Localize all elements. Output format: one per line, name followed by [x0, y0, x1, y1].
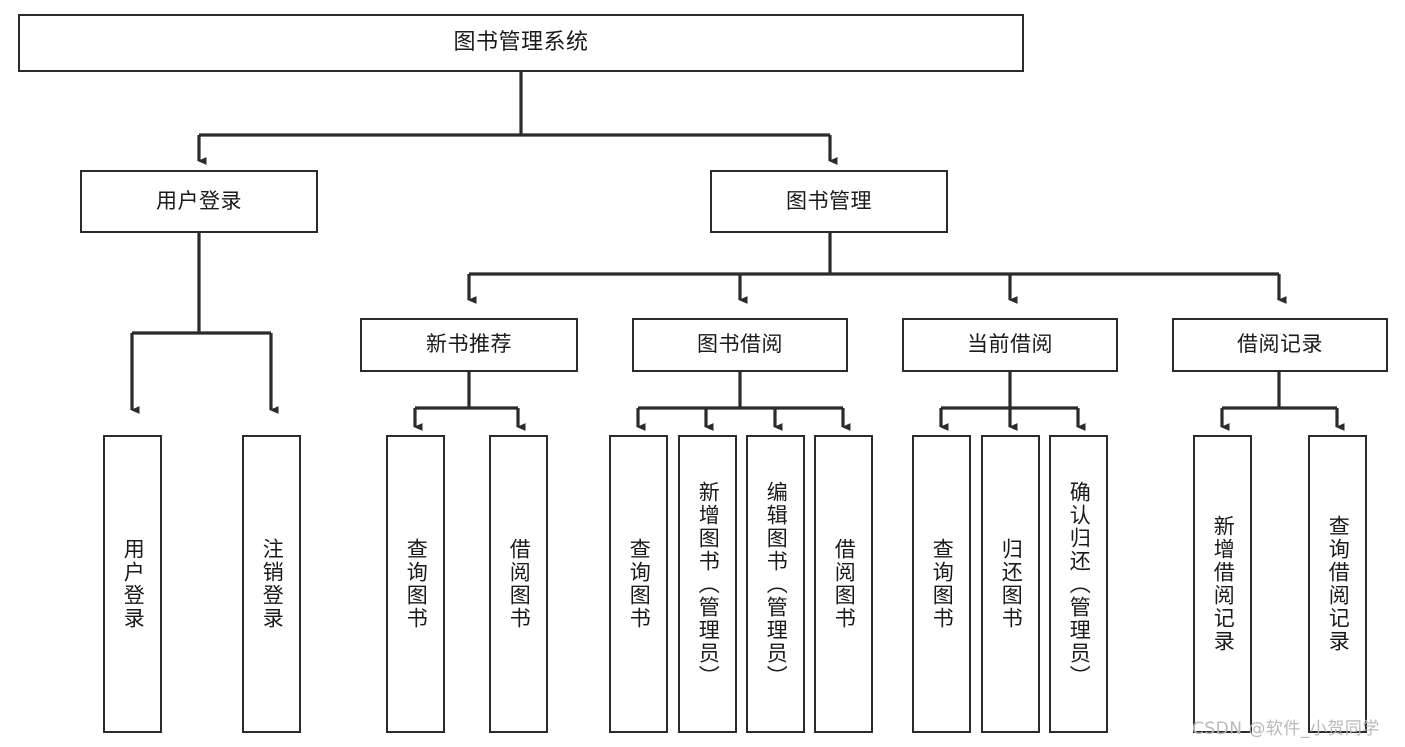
- node-label: 新增借阅记录: [1211, 515, 1236, 653]
- leaf-return-book[interactable]: 归还图书: [981, 435, 1040, 733]
- leaf-add-book-admin[interactable]: 新增图书（管理员）: [678, 435, 737, 733]
- leaf-add-borrow-record[interactable]: 新增借阅记录: [1193, 435, 1252, 733]
- node-label: 查询借阅记录: [1326, 515, 1351, 653]
- node-user-login[interactable]: 用户登录: [80, 170, 318, 233]
- leaf-query-book-current[interactable]: 查询图书: [912, 435, 971, 733]
- leaf-logout-login[interactable]: 注销登录: [242, 435, 301, 733]
- leaf-borrow-book-new-recommend[interactable]: 借阅图书: [489, 435, 548, 733]
- leaf-query-borrow-record[interactable]: 查询借阅记录: [1308, 435, 1367, 733]
- node-label: 查询图书: [930, 538, 955, 630]
- node-borrow-record[interactable]: 借阅记录: [1172, 318, 1388, 372]
- node-label: 用户登录: [121, 538, 146, 630]
- node-label: 借阅图书: [832, 538, 857, 630]
- node-label: 借阅记录: [1237, 332, 1323, 357]
- leaf-query-book-borrow[interactable]: 查询图书: [609, 435, 668, 733]
- node-label: 注销登录: [260, 538, 285, 630]
- node-label: 新书推荐: [426, 332, 512, 357]
- leaf-confirm-return-admin[interactable]: 确认归还（管理员）: [1049, 435, 1108, 733]
- node-label: 用户登录: [156, 188, 242, 213]
- node-label: 图书借阅: [697, 332, 783, 357]
- node-label: 图书管理系统: [453, 29, 589, 55]
- leaf-query-book-new-recommend[interactable]: 查询图书: [386, 435, 445, 733]
- node-current-borrow[interactable]: 当前借阅: [902, 318, 1118, 372]
- watermark-text: CSDN @软件_小贺同学: [1192, 719, 1380, 739]
- node-new-book-recommend[interactable]: 新书推荐: [360, 318, 578, 372]
- node-label: 确认归还（管理员）: [1067, 480, 1092, 688]
- node-book-management[interactable]: 图书管理: [710, 170, 948, 233]
- node-label: 当前借阅: [967, 332, 1053, 357]
- node-label: 查询图书: [404, 538, 429, 630]
- leaf-borrow-book-borrow[interactable]: 借阅图书: [814, 435, 873, 733]
- leaf-user-login[interactable]: 用户登录: [103, 435, 162, 733]
- node-label: 归还图书: [999, 538, 1024, 630]
- node-label: 借阅图书: [507, 538, 532, 630]
- node-label: 图书管理: [786, 188, 872, 213]
- leaf-edit-book-admin[interactable]: 编辑图书（管理员）: [746, 435, 805, 733]
- node-root-book-management-system[interactable]: 图书管理系统: [18, 14, 1024, 72]
- node-label: 查询图书: [627, 538, 652, 630]
- node-book-borrow[interactable]: 图书借阅: [632, 318, 848, 372]
- node-label: 新增图书（管理员）: [696, 480, 721, 688]
- node-label: 编辑图书（管理员）: [764, 480, 789, 688]
